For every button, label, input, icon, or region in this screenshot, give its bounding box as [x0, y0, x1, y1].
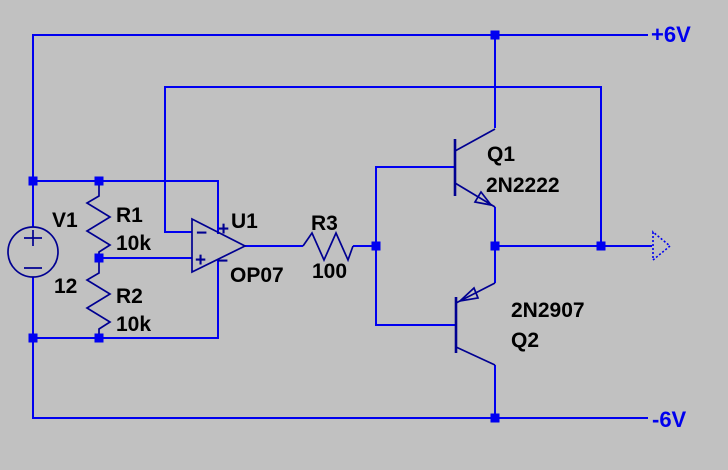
r2-ref-label[interactable]: R2 — [116, 285, 143, 308]
component-v1-voltage-source[interactable]: V1 12 — [7, 209, 78, 298]
v1-plus-sign — [24, 230, 42, 246]
junction-dot — [490, 241, 500, 251]
q1-collector-lead — [454, 128, 496, 152]
r2-value-label[interactable]: 10k — [116, 313, 151, 336]
junction-dot — [596, 241, 606, 251]
r3-value-label[interactable]: 100 — [312, 260, 347, 283]
v1-value-label[interactable]: 12 — [54, 275, 77, 298]
output-pin-arrow[interactable] — [652, 230, 672, 262]
q1-ref-label[interactable]: Q1 — [487, 143, 515, 166]
junction-dot — [94, 333, 104, 343]
v1-ref-label[interactable]: V1 — [52, 209, 78, 232]
junction-dot — [94, 176, 104, 186]
wire-feedback-loop[interactable] — [164, 86, 602, 246]
opamp-noninverting-sign: + — [195, 250, 206, 271]
opamp-vplus-sign: + — [218, 219, 229, 240]
r1-zigzag — [85, 181, 112, 258]
wire-base-rail[interactable] — [375, 166, 456, 326]
component-q2-pnp-transistor[interactable]: 2N2907 Q2 — [454, 282, 585, 366]
junction-dot — [28, 333, 38, 343]
opamp-vminus-sign: − — [217, 251, 228, 272]
junction-dot — [490, 413, 500, 423]
r1-ref-label[interactable]: R1 — [116, 204, 143, 227]
v1-circle — [7, 226, 59, 278]
component-u1-opamp[interactable]: − + + − U1 OP07 — [191, 210, 284, 287]
r2-zigzag — [85, 258, 112, 338]
wire-positive-rail[interactable] — [32, 34, 648, 181]
junction-dot — [94, 253, 104, 263]
opamp-inverting-sign: − — [196, 223, 207, 244]
wire-negative-rail[interactable] — [32, 338, 648, 419]
q2-emitter-arrow — [457, 286, 480, 303]
component-r2-resistor[interactable]: R2 10k — [85, 258, 151, 338]
r3-ref-label[interactable]: R3 — [311, 212, 338, 235]
r1-value-label[interactable]: 10k — [116, 232, 151, 255]
negative-rail-label[interactable]: -6V — [652, 407, 687, 432]
junction-dot — [28, 176, 38, 186]
component-r3-resistor[interactable]: R3 100 — [302, 212, 354, 283]
q2-collector-lead — [455, 346, 496, 366]
u1-ref-label[interactable]: U1 — [231, 210, 258, 233]
r3-zigzag — [302, 230, 354, 263]
positive-rail-label[interactable]: +6V — [651, 22, 691, 47]
q2-ref-label[interactable]: Q2 — [511, 329, 539, 352]
q2-value-label[interactable]: 2N2907 — [511, 299, 585, 322]
component-r1-resistor[interactable]: R1 10k — [85, 181, 151, 258]
q1-value-label[interactable]: 2N2222 — [486, 174, 560, 197]
opamp-triangle — [191, 217, 247, 274]
junction-dot — [371, 241, 381, 251]
component-q1-npn-transistor[interactable]: Q1 2N2222 — [453, 128, 560, 208]
q1-emitter-lead — [454, 182, 496, 208]
q1-emitter-arrow — [473, 190, 494, 207]
junction-dot — [490, 30, 500, 40]
u1-value-label[interactable]: OP07 — [230, 264, 284, 287]
junction-dots — [28, 30, 606, 423]
